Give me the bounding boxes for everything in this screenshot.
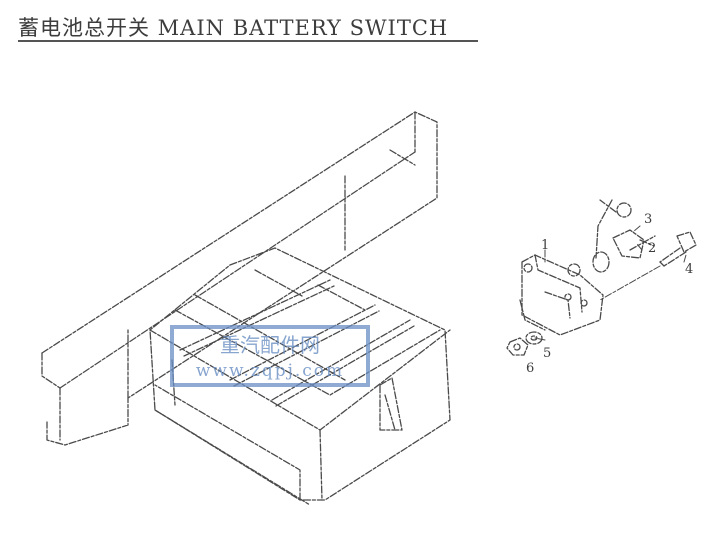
callout-4: 4 bbox=[685, 262, 693, 277]
switch-key bbox=[612, 229, 656, 259]
mounting-bolt bbox=[659, 231, 697, 267]
frame-rail bbox=[41, 111, 438, 446]
callout-1: 1 bbox=[541, 238, 549, 253]
switch-body bbox=[519, 254, 604, 336]
battery-box bbox=[149, 247, 451, 506]
leader-lines bbox=[534, 225, 687, 341]
hex-nut bbox=[506, 337, 529, 356]
watermark: 重汽配件网 www.zqpj.com bbox=[170, 325, 370, 387]
lid-ribs bbox=[179, 269, 415, 407]
callout-5: 5 bbox=[543, 346, 551, 361]
watermark-line1: 重汽配件网 bbox=[220, 333, 320, 357]
washer bbox=[525, 331, 543, 345]
callout-labels: 1 2 3 4 5 6 bbox=[526, 212, 693, 376]
title-underline bbox=[18, 40, 478, 42]
callout-6: 6 bbox=[526, 361, 534, 376]
diagram-title: 蓄电池总开关 MAIN BATTERY SWITCH bbox=[18, 16, 449, 40]
dust-cap bbox=[592, 199, 632, 273]
callout-2: 2 bbox=[648, 241, 656, 256]
callout-3: 3 bbox=[644, 212, 652, 227]
watermark-line2: www.zqpj.com bbox=[196, 361, 344, 381]
